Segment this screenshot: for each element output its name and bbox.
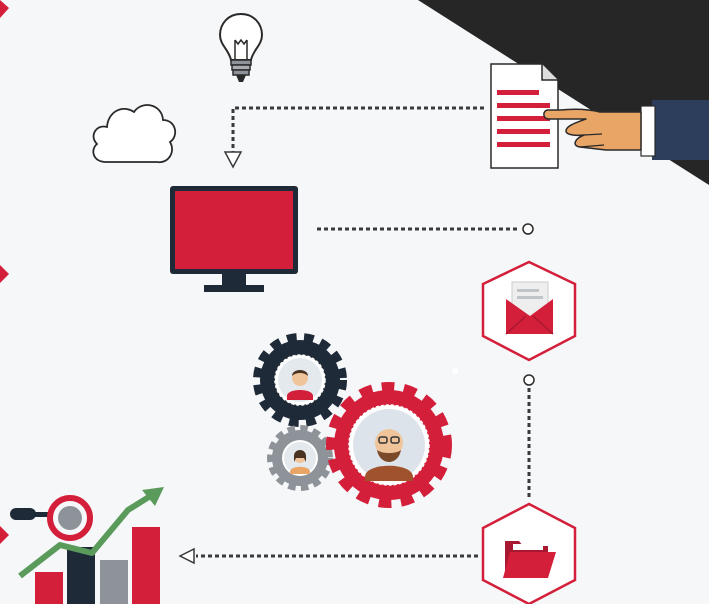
gray-gear xyxy=(267,425,333,491)
lightbulb-icon xyxy=(218,12,264,82)
connector-document-to-monitor xyxy=(223,106,484,169)
gears-team-icon xyxy=(253,333,452,508)
envelope-hexagon-icon xyxy=(481,260,577,362)
trend-line xyxy=(18,492,154,579)
pointing-hand-icon xyxy=(543,100,709,160)
folder-hexagon-icon xyxy=(481,502,577,604)
chart-bar-1 xyxy=(35,572,63,604)
connector-monitor-to-node xyxy=(317,223,534,235)
red-gear xyxy=(326,382,452,508)
connector-folder-to-chart xyxy=(178,547,478,565)
cloud-icon xyxy=(92,104,177,164)
left-marker-middle xyxy=(0,265,9,283)
chart-bar-4 xyxy=(132,527,160,604)
left-marker-top xyxy=(0,0,9,18)
growth-chart-icon xyxy=(18,487,164,604)
navy-gear xyxy=(253,333,347,427)
magnifier-icon xyxy=(10,495,93,541)
chart-bar-3 xyxy=(100,560,128,604)
sparkle-dot xyxy=(452,368,458,374)
left-marker-bottom xyxy=(0,526,9,544)
chart-bar-2 xyxy=(67,547,95,604)
monitor-icon xyxy=(170,186,298,292)
connector-node-to-folder xyxy=(523,374,535,500)
trend-arrow-head xyxy=(142,487,164,506)
document-icon xyxy=(490,63,559,169)
